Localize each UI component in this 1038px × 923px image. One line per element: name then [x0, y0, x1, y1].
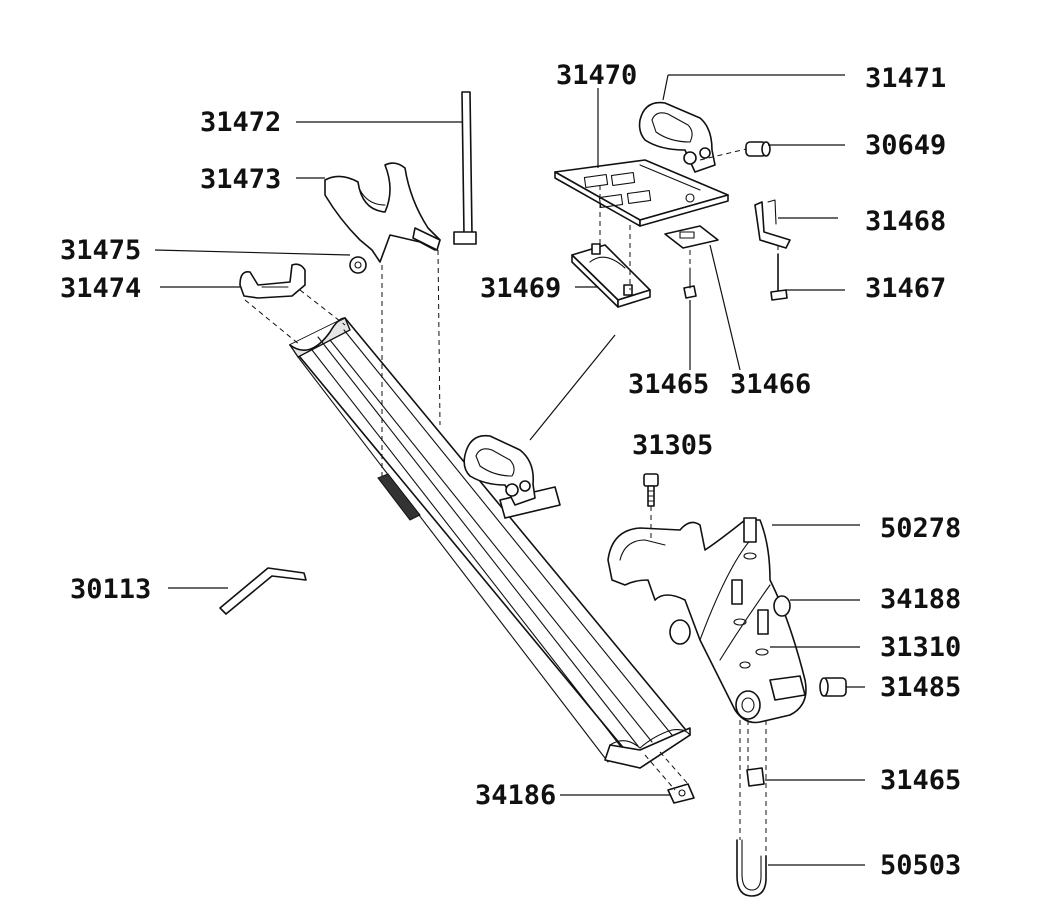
bolt-31305: [643, 473, 659, 507]
strap-block-31471: [638, 101, 716, 173]
plate-31470: [554, 159, 729, 227]
label-31475: 31475: [60, 235, 141, 266]
part-31475: [349, 256, 367, 274]
pin-31467: [770, 253, 788, 301]
strap-block-on-rail: [463, 434, 561, 519]
label-31466: 31466: [730, 369, 811, 400]
bushing-31485: [819, 677, 847, 697]
label-30649: 30649: [865, 130, 946, 161]
label-31470: 31470: [556, 60, 637, 91]
plate-31469: [571, 243, 651, 308]
u-bolt-50503: [736, 839, 767, 897]
wheel-tray-31473: [324, 162, 441, 263]
label-31474: 31474: [60, 273, 141, 304]
tab-34186: [667, 783, 695, 804]
label-31473: 31473: [200, 164, 281, 195]
bracket-31468: [754, 199, 791, 249]
clip-31465-bottom: [746, 767, 765, 787]
main-rail: [289, 317, 691, 769]
label-30113: 30113: [70, 574, 151, 605]
label-31467: 31467: [865, 273, 946, 304]
label-50503: 50503: [880, 850, 961, 881]
label-31471: 31471: [865, 63, 946, 94]
label-31469: 31469: [480, 273, 561, 304]
assembly-lines: [244, 148, 779, 856]
clamp-assembly: [607, 517, 807, 724]
label-50278: 50278: [880, 513, 961, 544]
label-31465-bottom: 31465: [880, 765, 961, 796]
label-31468: 31468: [865, 206, 946, 237]
strap-31472: [453, 91, 477, 245]
label-31310: 31310: [880, 632, 961, 663]
label-31472: 31472: [200, 107, 281, 138]
clip-31465-top: [683, 267, 697, 299]
label-34186: 34186: [475, 780, 556, 811]
bushing-30649: [745, 141, 771, 157]
label-31485: 31485: [880, 672, 961, 703]
label-31465-top: 31465: [628, 369, 709, 400]
leader-lines: [154, 74, 865, 866]
part-number-labels: 31470 31471 30649 31472 31473 31468 3147…: [60, 60, 961, 881]
hex-key-30113: [219, 567, 307, 615]
label-34188: 34188: [880, 584, 961, 615]
clip-31474: [239, 263, 306, 299]
label-31305: 31305: [632, 430, 713, 461]
plate-31466: [664, 225, 719, 249]
